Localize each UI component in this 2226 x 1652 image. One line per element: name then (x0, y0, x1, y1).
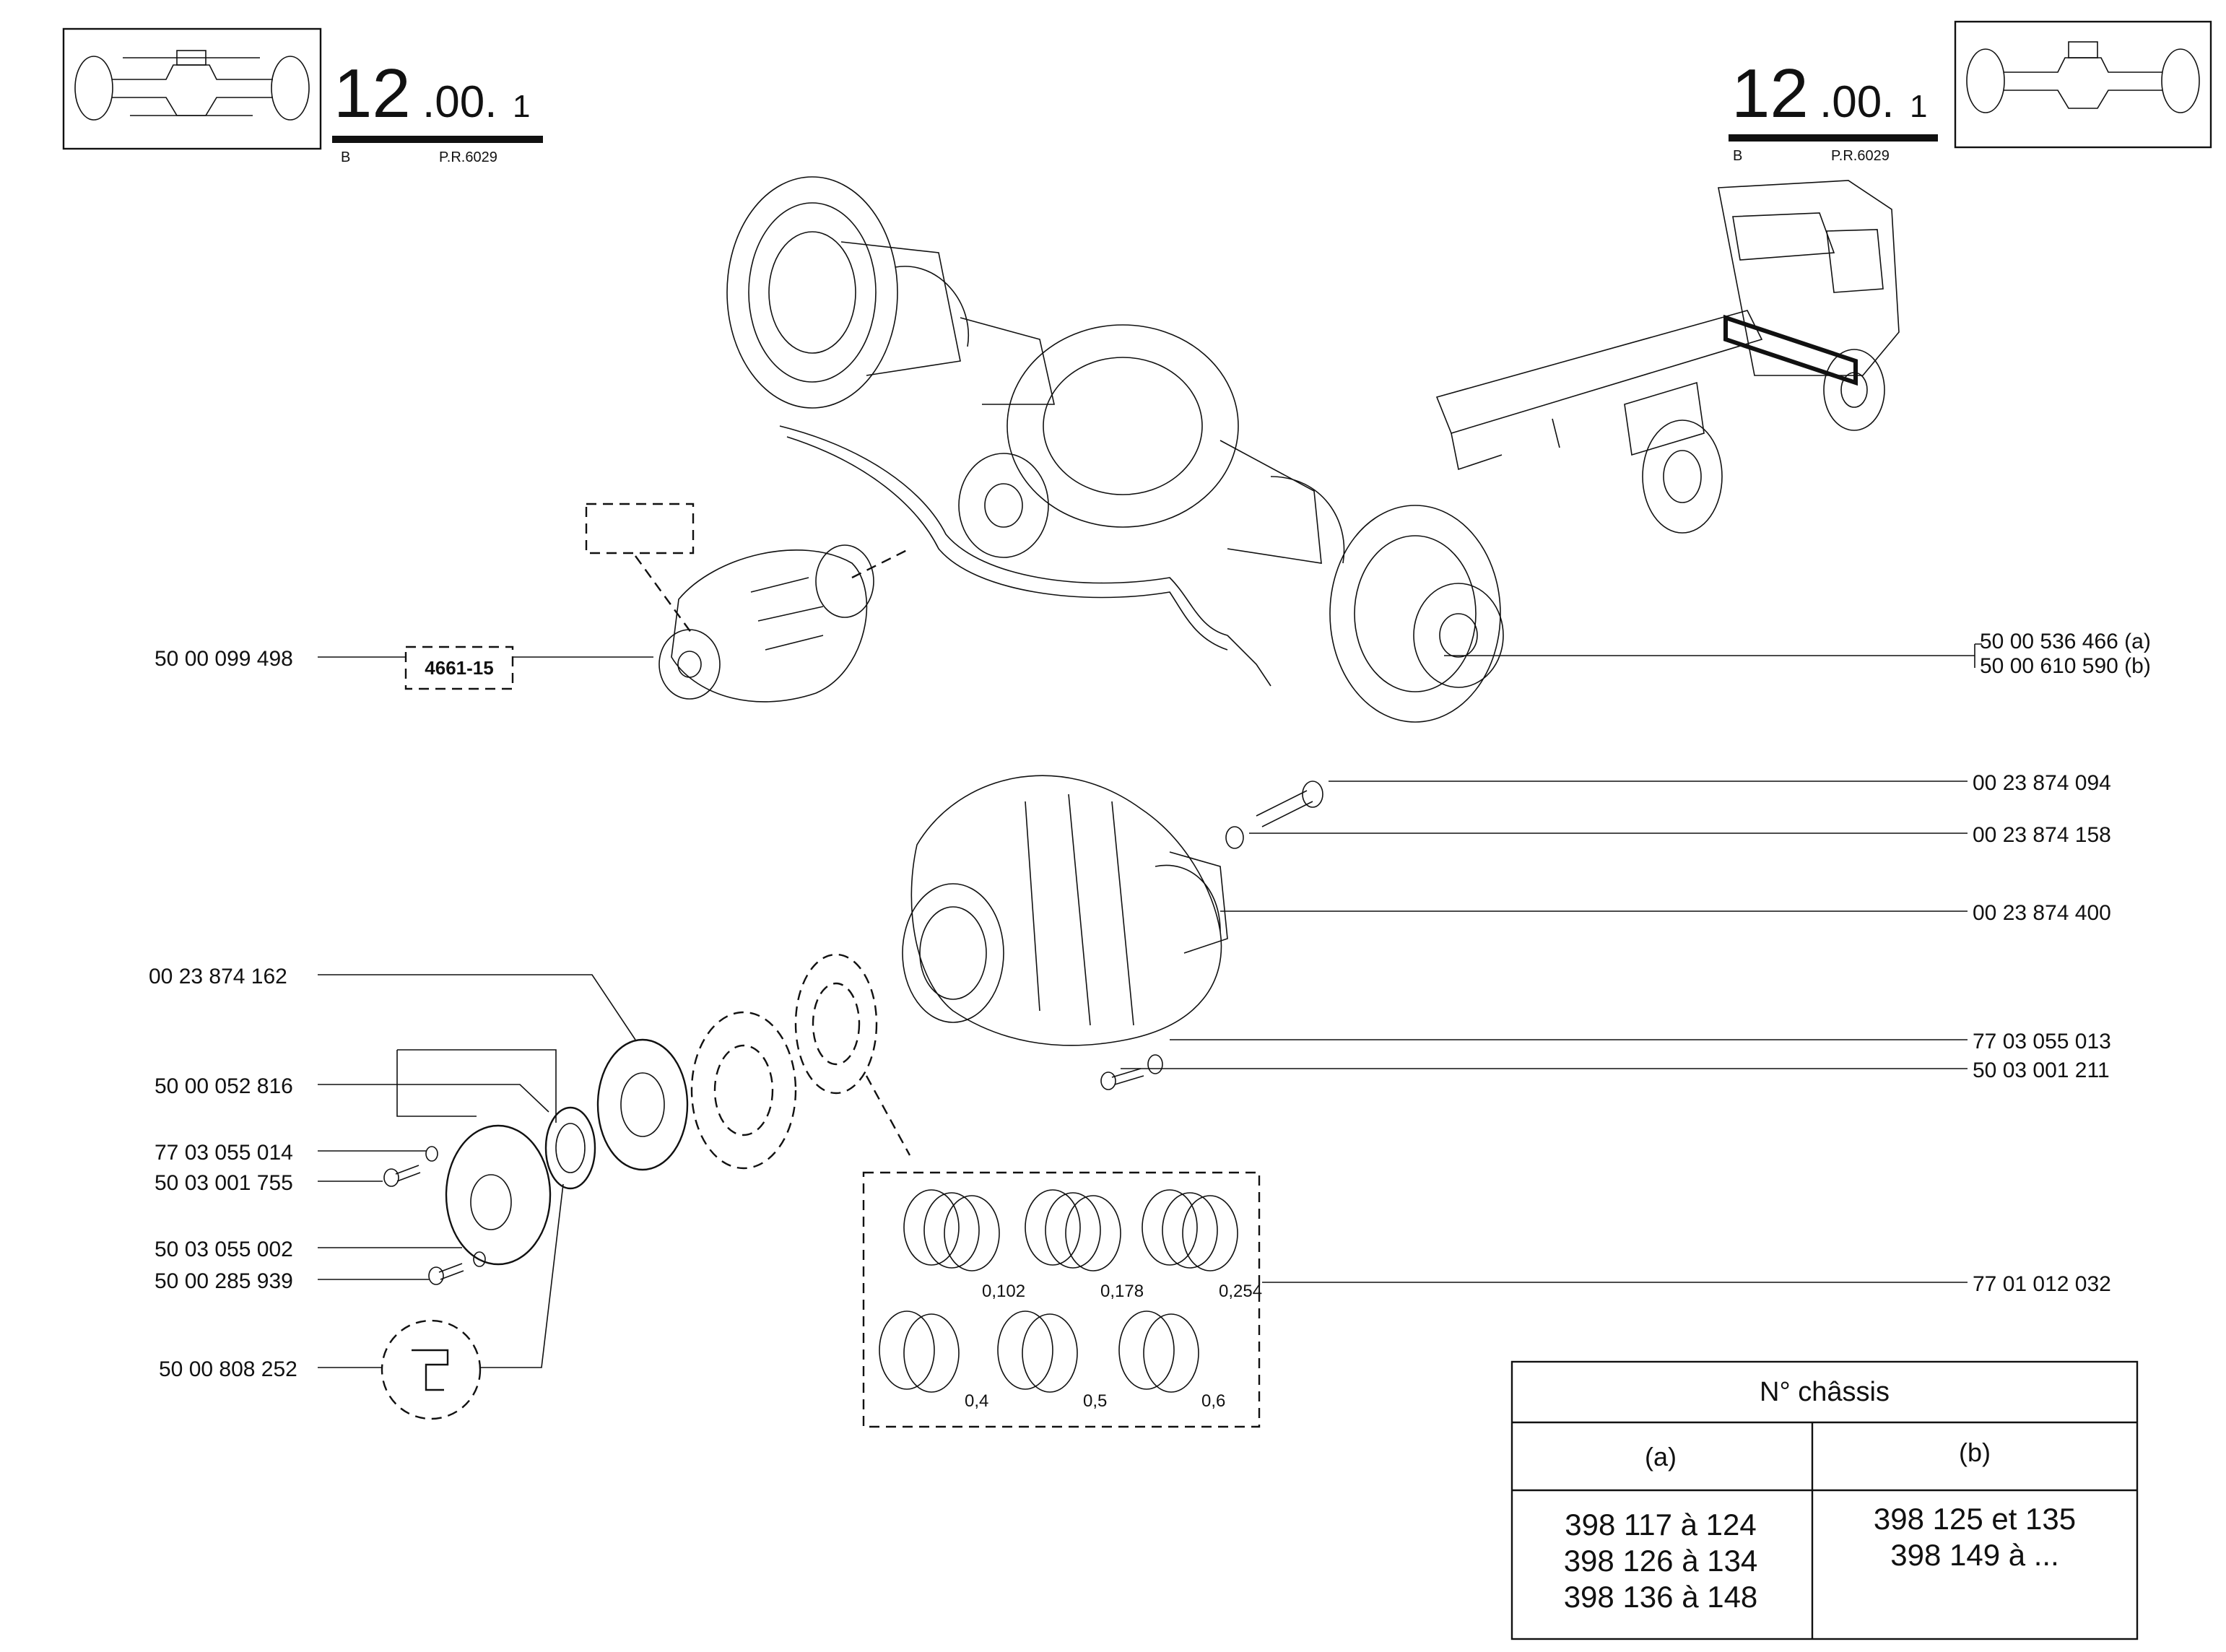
header-rule-right (1729, 134, 1938, 142)
shim-stack-06 (1118, 1310, 1199, 1393)
reference-badge: 4661-15 (404, 645, 514, 690)
axle-thumbnail-icon (74, 50, 310, 121)
pn-77-01-012-032: 77 01 012 032 (1973, 1272, 2111, 1296)
ref-sub-right: 1 (1910, 89, 1927, 124)
differential-carrier-small (658, 544, 874, 703)
rear-axle-assembly (726, 176, 1504, 723)
ref-sub: 1 (513, 89, 530, 124)
shim-label-0178: 0,178 (1100, 1282, 1144, 1301)
reference-badge-code: 4661-15 (425, 657, 493, 679)
housing-screw-small (1100, 1068, 1144, 1090)
shim-kit-box: 0,102 0,178 0,254 0,4 0,5 0,6 (862, 1171, 1262, 1428)
pn-00-23-874-400: 00 23 874 400 (1973, 901, 2111, 925)
differential-housing (902, 775, 1228, 1046)
axle-thumbnail-frame (62, 27, 322, 150)
pr-code-right: P.R.6029 (1831, 148, 1890, 164)
shim-label-06: 0,6 (1201, 1391, 1225, 1411)
pn-50-00-808-252: 50 00 808 252 (159, 1357, 297, 1381)
shim-stack-0102 (903, 1189, 1000, 1271)
axle-thumbnail-frame-right (1954, 20, 2212, 149)
drive-flange (445, 1124, 552, 1266)
chassis-b-row-1: 398 125 et 135 (1874, 1502, 2076, 1536)
gasket-plate (596, 1038, 689, 1171)
pr-code: P.R.6029 (439, 149, 497, 165)
flange-screw-2 (428, 1263, 464, 1285)
pn-00-23-874-162: 00 23 874 162 (149, 965, 287, 988)
pn-77-03-055-014: 77 03 055 014 (155, 1141, 293, 1165)
shim-stack-04 (879, 1310, 960, 1393)
housing-washer-small (1147, 1054, 1163, 1074)
dashed-reference-box (585, 503, 695, 555)
seal-detail (381, 1319, 482, 1420)
pn-00-23-874-094: 00 23 874 094 (1973, 771, 2111, 795)
leader-lines (318, 643, 1982, 1368)
shim-label-0254: 0,254 (1219, 1282, 1262, 1301)
ref-number-right: 12 (1731, 55, 1809, 132)
chassis-table: N° châssis (a) (b) 398 117 à 124 398 126… (1510, 1360, 2139, 1640)
pn-assembly: 50 00 099 498 (155, 647, 293, 671)
dashed-link-line (851, 547, 910, 579)
shim-label-04: 0,4 (965, 1391, 988, 1411)
housing-washer (1225, 826, 1244, 849)
chassis-a-row-2: 398 126 à 134 (1564, 1544, 1758, 1578)
ref-suffix-right: .00. (1820, 77, 1894, 127)
shim-stack-05 (997, 1310, 1078, 1393)
chassis-col-a: (a) (1645, 1442, 1677, 1471)
header-right: 12 .00. 1 B P.R.6029 (1729, 20, 2212, 164)
chassis-col-b: (b) (1959, 1438, 1991, 1467)
shim-stack-0178 (1025, 1189, 1121, 1271)
shim-label-0102: 0,102 (982, 1282, 1025, 1301)
header-left: 12 .00. 1 B P.R.6029 (62, 27, 543, 165)
shim-dashed-1 (690, 1011, 797, 1170)
left-part-numbers: 50 00 099 498 00 23 874 162 50 00 052 81… (149, 647, 297, 1381)
pn-50-00-285-939: 50 00 285 939 (155, 1269, 293, 1293)
shim-label-05: 0,5 (1083, 1391, 1107, 1411)
dashed-reference-line (635, 555, 694, 636)
pn-50-00-052-816: 50 00 052 816 (155, 1074, 293, 1098)
variant-label: B (341, 149, 350, 165)
shim-dashed-2 (794, 953, 878, 1095)
pn-00-23-874-158: 00 23 874 158 (1973, 823, 2111, 847)
ref-suffix: .00. (422, 77, 497, 127)
pn-77-03-055-013: 77 03 055 013 (1973, 1030, 2111, 1053)
flange-washer-2 (473, 1251, 486, 1267)
chassis-a-row-3: 398 136 à 148 (1564, 1580, 1758, 1614)
shim-stack-0254 (1142, 1189, 1238, 1271)
chassis-table-title: N° châssis (1760, 1377, 1890, 1407)
housing-bolt (1256, 781, 1323, 827)
variant-label-right: B (1733, 148, 1742, 164)
pn-axle-a: 50 00 536 466 (a) (1980, 630, 2151, 653)
right-part-numbers: 50 00 536 466 (a) 50 00 610 590 (b) 00 2… (1973, 630, 2151, 1296)
ref-number: 12 (334, 55, 411, 132)
pn-50-03-001-755: 50 03 001 755 (155, 1171, 293, 1195)
pn-50-03-001-211: 50 03 001 211 (1973, 1058, 2110, 1082)
flange-washer-1 (425, 1146, 438, 1162)
chassis-a-row-1: 398 117 à 124 (1565, 1508, 1756, 1542)
chassis-b-row-2: 398 149 à ... (1890, 1538, 2059, 1572)
flange-screw-1 (383, 1165, 421, 1187)
shim-kit-link (865, 1075, 911, 1156)
axle-thumbnail-icon-right (1966, 41, 2200, 113)
pn-axle-b: 50 00 610 590 (b) (1980, 654, 2151, 678)
truck-illustration (1435, 180, 1900, 534)
header-rule (332, 136, 543, 143)
seal-ring (544, 1106, 596, 1190)
pn-50-03-055-002: 50 03 055 002 (155, 1238, 293, 1261)
